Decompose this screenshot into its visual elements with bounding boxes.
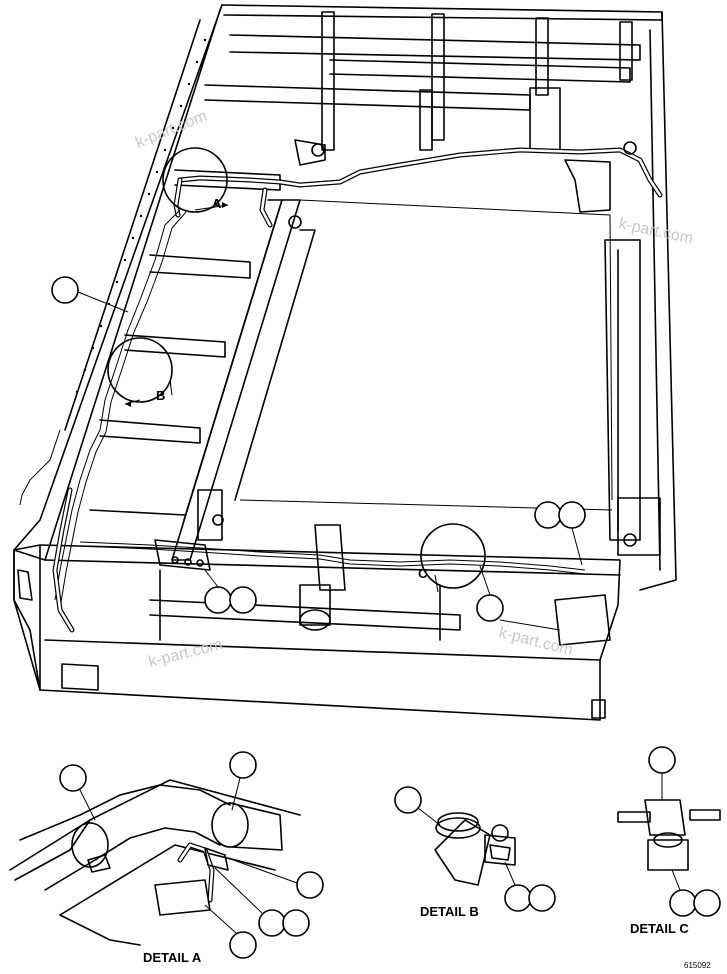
watermark: k-part.com	[497, 624, 574, 659]
main-balloons	[51, 276, 586, 622]
detail-a-label: DETAIL A	[143, 950, 202, 965]
callout-c: C	[418, 566, 428, 581]
balloon	[558, 501, 586, 529]
balloon	[204, 586, 232, 614]
detail-marker-c: C	[418, 523, 486, 593]
detail-c: DETAIL C	[617, 746, 721, 936]
watermark: k-part.com	[147, 636, 224, 671]
balloon	[51, 276, 79, 304]
detail-marker-b: B	[107, 337, 173, 407]
detail-c-label: DETAIL C	[630, 921, 689, 936]
left-hose	[19, 209, 187, 633]
callout-a: A	[212, 196, 222, 211]
balloon	[534, 501, 562, 529]
callout-b: B	[156, 388, 165, 403]
balloon	[476, 594, 504, 622]
front-harness	[79, 524, 611, 646]
detail-a: DETAIL A	[9, 751, 324, 965]
figure-number: 615092	[684, 961, 711, 970]
detail-marker-a: A	[162, 147, 229, 213]
upper-tube	[173, 139, 663, 547]
watermark: k-part.com	[617, 215, 694, 247]
detail-b-label: DETAIL B	[420, 904, 479, 919]
inner-rails	[171, 199, 661, 561]
balloon	[229, 586, 257, 614]
detail-b: DETAIL B	[394, 786, 556, 919]
cross-members	[89, 11, 641, 641]
main-frame	[13, 4, 677, 721]
watermark: k-part.com	[133, 108, 209, 152]
